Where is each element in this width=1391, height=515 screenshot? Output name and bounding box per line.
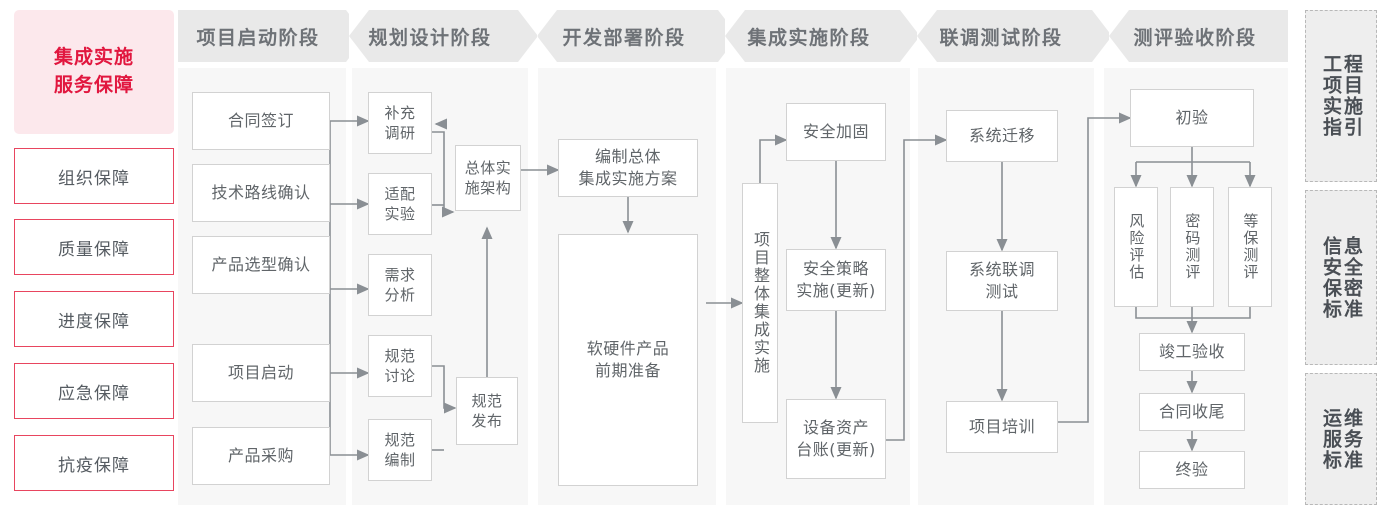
node-system-migration[interactable]: 系统迁移: [946, 110, 1058, 162]
node-crypto-evaluation[interactable]: 密码测评: [1170, 187, 1214, 307]
phase-header-acceptance[interactable]: 测评验收阶段: [1110, 10, 1288, 62]
node-project-training[interactable]: 项目培训: [946, 401, 1058, 453]
phase-header-integration[interactable]: 集成实施阶段: [726, 10, 900, 62]
standard-security-col-left: 信安保标: [1320, 235, 1342, 320]
node-supplementary-research[interactable]: 补充调研: [368, 92, 432, 154]
node-overall-project-integration[interactable]: 项目整体集成实施: [742, 183, 778, 423]
node-mlps-evaluation[interactable]: 等保测评: [1228, 187, 1272, 307]
guarantee-item-organization[interactable]: 组织保障: [14, 148, 174, 204]
node-adaptation-experiment[interactable]: 适配实验: [368, 173, 432, 235]
standard-ops-col-left: 运服标: [1320, 407, 1342, 471]
node-requirement-analysis[interactable]: 需求分析: [368, 254, 432, 316]
guarantee-title-line2: 服务保障: [53, 74, 134, 96]
node-initial-acceptance[interactable]: 初验: [1130, 89, 1254, 147]
standard-security-col-right: 息全密准: [1341, 235, 1363, 320]
node-contract-closure[interactable]: 合同收尾: [1139, 393, 1245, 431]
guarantee-item-epidemic[interactable]: 抗疫保障: [14, 435, 174, 491]
phase-header-jointtest[interactable]: 联调测试阶段: [918, 10, 1092, 62]
node-overall-architecture[interactable]: 总体实施架构: [455, 145, 521, 211]
node-risk-assessment[interactable]: 风险评估: [1114, 187, 1158, 307]
node-product-procurement[interactable]: 产品采购: [192, 427, 330, 485]
node-spec-release[interactable]: 规范发布: [456, 377, 518, 445]
node-hw-sw-preparation[interactable]: 软硬件产品前期准备: [558, 234, 698, 486]
node-security-policy-update[interactable]: 安全策略实施(更新): [786, 249, 886, 311]
phase-header-planning[interactable]: 规划设计阶段: [350, 10, 518, 62]
standard-operations-service[interactable]: 维务准 运服标: [1305, 373, 1377, 505]
node-spec-drafting[interactable]: 规范编制: [368, 419, 432, 481]
node-final-acceptance[interactable]: 终验: [1139, 451, 1245, 489]
standard-engineering-col-left: 工项实指: [1320, 54, 1342, 138]
standard-security-confidentiality[interactable]: 息全密准 信安保标: [1305, 190, 1377, 365]
node-overall-integration-plan[interactable]: 编制总体集成实施方案: [558, 139, 698, 197]
guarantee-item-schedule[interactable]: 进度保障: [14, 291, 174, 347]
guarantee-title: 集成实施 服务保障: [14, 10, 174, 134]
standard-engineering-guideline[interactable]: 程目施引 工项实指: [1305, 10, 1377, 182]
phase-header-startup[interactable]: 项目启动阶段: [178, 10, 346, 62]
node-security-hardening[interactable]: 安全加固: [786, 103, 886, 161]
guarantee-item-emergency[interactable]: 应急保障: [14, 363, 174, 419]
node-completion-acceptance[interactable]: 竣工验收: [1139, 333, 1245, 371]
node-spec-discussion[interactable]: 规范讨论: [368, 335, 432, 397]
guarantee-title-line1: 集成实施: [53, 46, 134, 69]
node-product-selection[interactable]: 产品选型确认: [192, 236, 330, 294]
standard-ops-col-right: 维务准: [1341, 407, 1363, 471]
node-contract-signing[interactable]: 合同签订: [192, 92, 330, 150]
guarantee-panel: 集成实施 服务保障 组织保障 质量保障 进度保障 应急保障 抗疫保障: [14, 10, 174, 505]
node-tech-route-confirm[interactable]: 技术路线确认: [192, 164, 330, 222]
guarantee-item-quality[interactable]: 质量保障: [14, 219, 174, 275]
standard-engineering-col-right: 程目施引: [1341, 54, 1363, 138]
node-asset-ledger-update[interactable]: 设备资产台账(更新): [786, 399, 886, 479]
node-system-joint-test[interactable]: 系统联调测试: [946, 251, 1058, 311]
phase-header-develop[interactable]: 开发部署阶段: [538, 10, 718, 62]
node-project-kickoff[interactable]: 项目启动: [192, 344, 330, 402]
